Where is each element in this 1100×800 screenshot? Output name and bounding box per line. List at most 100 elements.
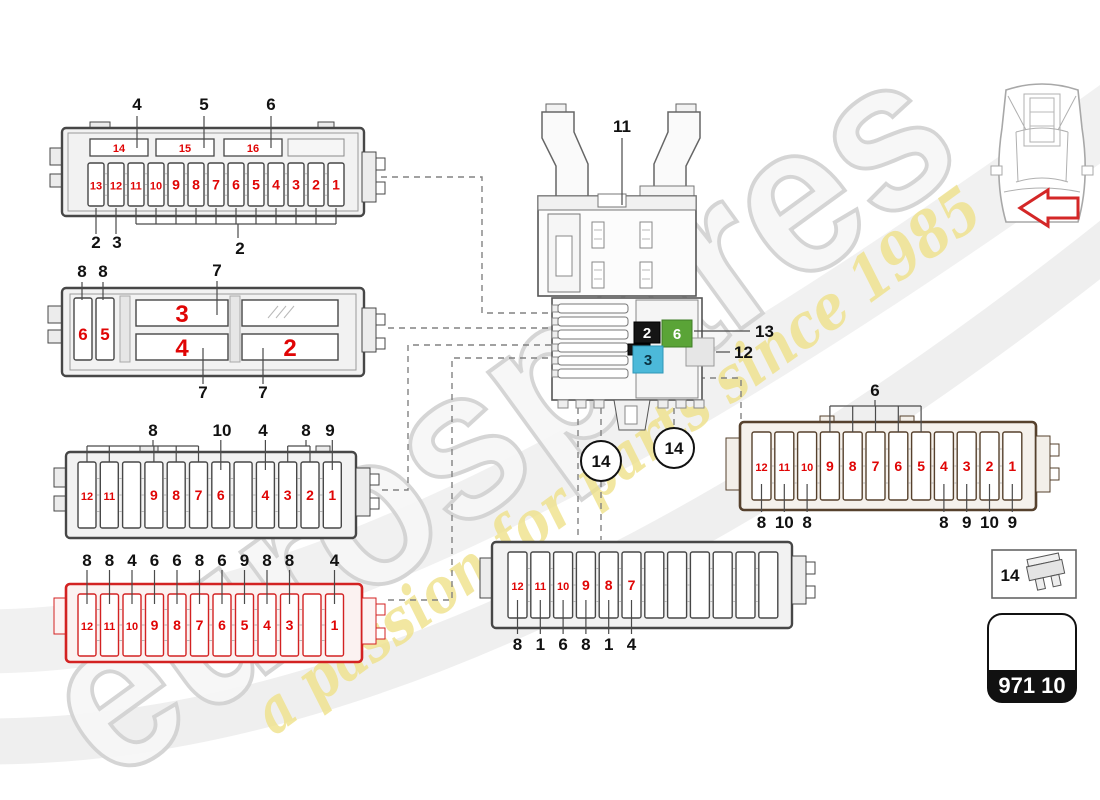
callout-number[interactable]: 6 bbox=[217, 551, 226, 570]
carrier-foot bbox=[693, 399, 705, 409]
fuse-number: 3 bbox=[284, 487, 292, 503]
fuse-number: 3 bbox=[292, 177, 300, 193]
callout-number[interactable]: 8 bbox=[77, 262, 86, 281]
fuse-number: 9 bbox=[582, 577, 590, 593]
callout-number[interactable]: 8 bbox=[581, 635, 590, 654]
fuse-number: 9 bbox=[826, 458, 834, 474]
callout-number[interactable]: 4 bbox=[258, 421, 268, 440]
callout-number[interactable]: 8 bbox=[105, 551, 114, 570]
callout-number[interactable]: 7 bbox=[212, 261, 221, 280]
callout-number[interactable]: 10 bbox=[775, 513, 794, 532]
callout-number[interactable]: 7 bbox=[258, 383, 267, 402]
fuse-slot bbox=[307, 162, 325, 207]
fuse-slot bbox=[302, 593, 322, 657]
fuse-number: 13 bbox=[90, 181, 102, 193]
callout-number[interactable]: 12 bbox=[734, 343, 753, 362]
callout-line bbox=[275, 305, 287, 319]
fuse-number: 11 bbox=[104, 621, 116, 633]
panel-connector bbox=[361, 151, 377, 203]
panel-connector bbox=[355, 467, 371, 517]
connector-pin bbox=[369, 473, 380, 486]
fuse-number: 5 bbox=[917, 458, 925, 474]
part-code: 971 10 bbox=[998, 673, 1065, 698]
panel-connector bbox=[1035, 435, 1051, 493]
carrier-nub bbox=[551, 356, 559, 365]
circled-callout[interactable]: 14 bbox=[580, 440, 622, 482]
callout-number[interactable]: 1 bbox=[604, 635, 613, 654]
fuse-leg bbox=[1034, 577, 1047, 591]
callout-number[interactable]: 8 bbox=[939, 513, 948, 532]
callout-number[interactable]: 4 bbox=[627, 635, 637, 654]
callout-number[interactable]: 8 bbox=[513, 635, 522, 654]
fuse-number: 6 bbox=[78, 325, 87, 344]
callout-number[interactable]: 8 bbox=[301, 421, 310, 440]
callout-number[interactable]: 5 bbox=[199, 95, 208, 114]
callout-number[interactable]: 6 bbox=[172, 551, 181, 570]
fuse-number: 2 bbox=[643, 325, 651, 342]
callout-number[interactable]: 13 bbox=[755, 322, 774, 341]
maxi-fuse-slot bbox=[241, 299, 339, 327]
callout-number[interactable]: 8 bbox=[757, 513, 766, 532]
callout-number[interactable]: 8 bbox=[82, 551, 91, 570]
connector-pin bbox=[375, 313, 386, 326]
callout-number[interactable]: 11 bbox=[613, 117, 631, 136]
callout-number[interactable]: 7 bbox=[198, 383, 207, 402]
car-roof-lines bbox=[1003, 127, 1081, 193]
fuse-slot bbox=[287, 162, 305, 207]
carrier-foot bbox=[593, 399, 605, 409]
callout-number[interactable]: 8 bbox=[98, 262, 107, 281]
carrier-tail-slot bbox=[624, 405, 638, 425]
panel-connector bbox=[361, 307, 377, 353]
callout-number[interactable]: 4 bbox=[127, 551, 137, 570]
fuse-number: 7 bbox=[212, 177, 220, 193]
connector-pin bbox=[805, 585, 816, 599]
callout-number[interactable]: 6 bbox=[558, 635, 567, 654]
callout-number[interactable]: 6 bbox=[870, 381, 879, 400]
callout-number[interactable]: 8 bbox=[148, 421, 157, 440]
callout-number[interactable]: 9 bbox=[1008, 513, 1017, 532]
fuse-number: 6 bbox=[232, 177, 240, 193]
callout-number[interactable]: 9 bbox=[962, 513, 971, 532]
callout-number[interactable]: 8 bbox=[262, 551, 271, 570]
fuse-slot bbox=[95, 297, 115, 361]
callout-number[interactable]: 8 bbox=[802, 513, 811, 532]
fuse-number: 1 bbox=[331, 617, 339, 633]
fuse-number: 12 bbox=[511, 581, 523, 593]
panel-inner bbox=[67, 132, 359, 212]
fuse-number: 8 bbox=[172, 487, 180, 503]
panel-divider bbox=[119, 295, 131, 363]
fuse-slot bbox=[758, 551, 779, 619]
fuse-slot bbox=[187, 162, 205, 207]
callout-number[interactable]: 14 bbox=[592, 452, 611, 471]
carrier-foot bbox=[675, 399, 687, 409]
maxi-fuse-slot bbox=[135, 299, 229, 327]
fuse-number: 1 bbox=[332, 177, 340, 193]
fuse-number: 5 bbox=[100, 325, 109, 344]
carrier-foot bbox=[575, 399, 587, 409]
callout-number[interactable]: 4 bbox=[330, 551, 340, 570]
callout-number[interactable]: 6 bbox=[266, 95, 275, 114]
fuse-number: 4 bbox=[262, 487, 270, 503]
callout-number[interactable]: 2 bbox=[91, 233, 100, 252]
callout-number[interactable]: 3 bbox=[112, 233, 121, 252]
connector-pin bbox=[369, 497, 380, 510]
callout-number[interactable]: 14 bbox=[665, 439, 684, 458]
relay-slot bbox=[89, 138, 149, 157]
fuse-number: 4 bbox=[940, 458, 948, 474]
callout-number[interactable]: 8 bbox=[285, 551, 294, 570]
callout-number[interactable]: 1 bbox=[536, 635, 545, 654]
circled-callout[interactable]: 14 bbox=[653, 427, 695, 469]
callout-number[interactable]: 4 bbox=[132, 95, 142, 114]
callout-number[interactable]: 2 bbox=[235, 239, 244, 258]
callout-number[interactable]: 9 bbox=[240, 551, 249, 570]
connector-pin bbox=[375, 337, 386, 350]
callout-number[interactable]: 8 bbox=[195, 551, 204, 570]
callout-number[interactable]: 6 bbox=[150, 551, 159, 570]
callout-number[interactable]: 9 bbox=[325, 421, 334, 440]
fuse-number: 7 bbox=[628, 577, 636, 593]
callout-number[interactable]: 10 bbox=[980, 513, 999, 532]
callout-number[interactable]: 10 bbox=[213, 421, 232, 440]
carrier-nub bbox=[551, 343, 559, 352]
